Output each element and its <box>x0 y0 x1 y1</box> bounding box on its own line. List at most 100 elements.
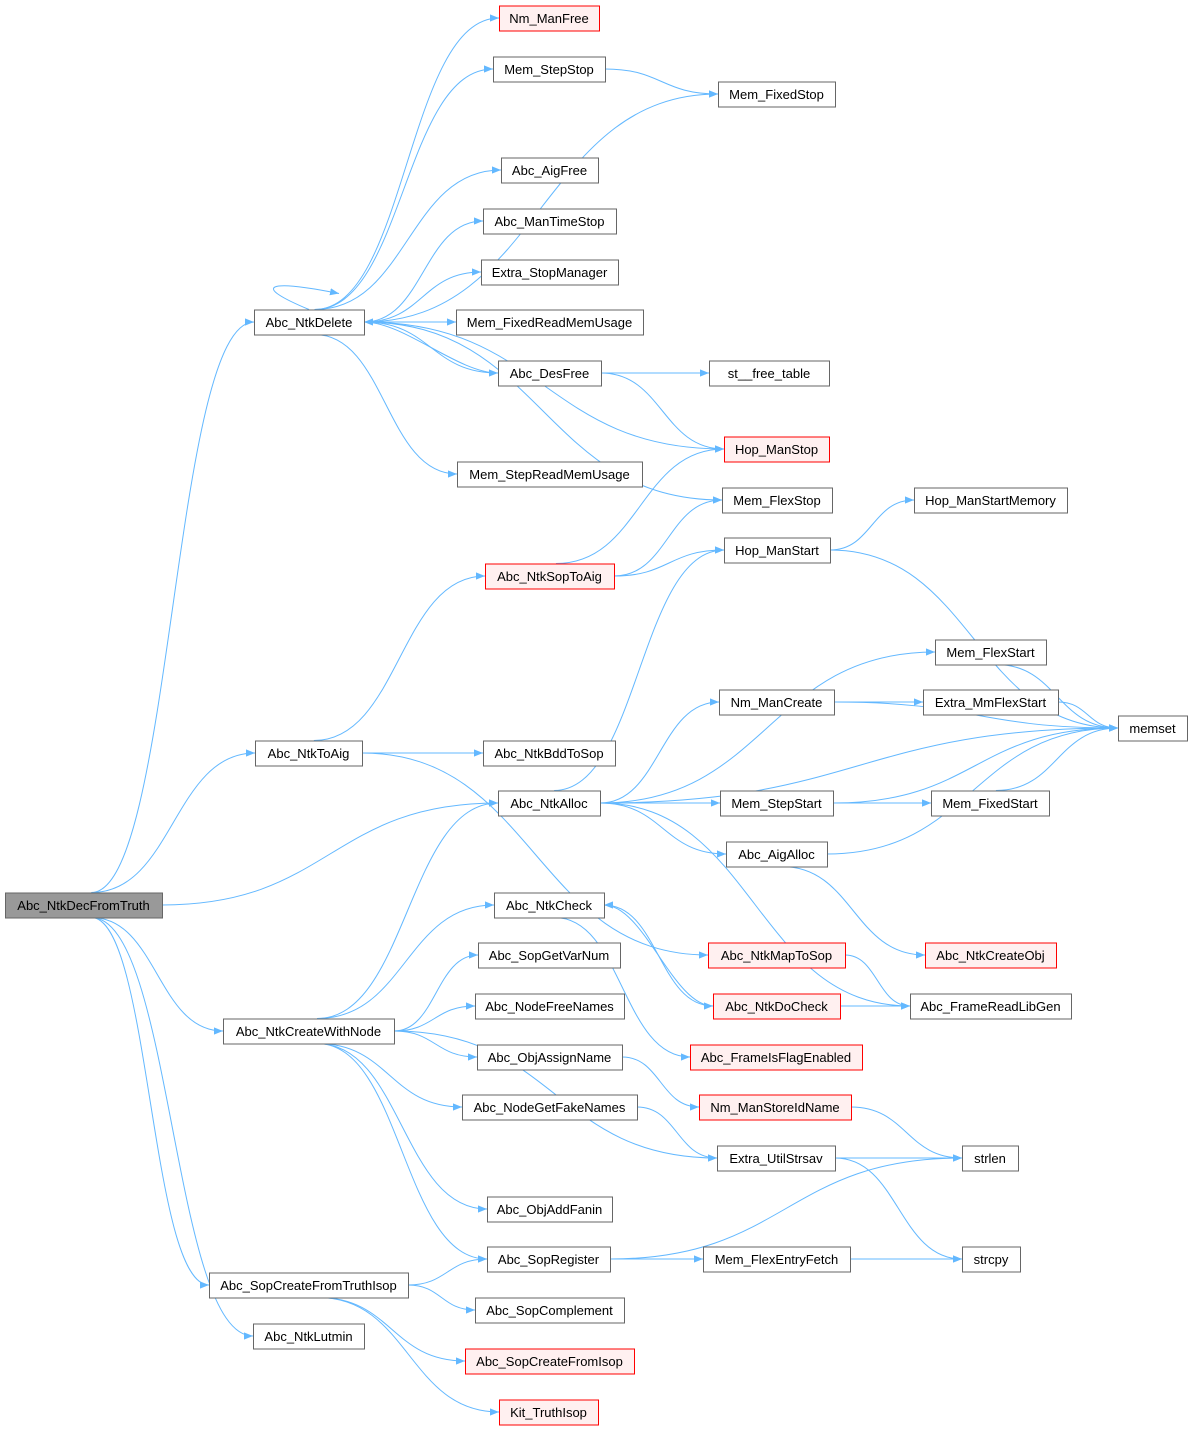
node-box[interactable] <box>690 1044 863 1071</box>
node-abc-frameisflagenabled[interactable]: Abc_FrameIsFlagEnabled <box>690 1044 863 1071</box>
node-box[interactable] <box>962 1246 1021 1273</box>
node-abc-mantimestop[interactable]: Abc_ManTimeStop <box>483 208 617 235</box>
node-abc-aigalloc[interactable]: Abc_AigAlloc <box>726 841 828 868</box>
node-box[interactable] <box>209 1272 409 1299</box>
node-extra-stopmanager[interactable]: Extra_StopManager <box>481 259 619 286</box>
node-abc-sopcreatefromtruthisop[interactable]: Abc_SopCreateFromTruthIsop <box>209 1272 409 1299</box>
node-mem-stepreadmemusage[interactable]: Mem_StepReadMemUsage <box>457 461 643 488</box>
node-box[interactable] <box>493 56 606 83</box>
node-mem-fixedstop[interactable]: Mem_FixedStop <box>718 81 836 108</box>
node-box[interactable] <box>494 892 605 919</box>
node-abc-nodefreenames[interactable]: Abc_NodeFreeNames <box>475 993 625 1020</box>
node-strcpy[interactable]: strcpy <box>962 1246 1021 1273</box>
node-box[interactable] <box>923 689 1059 716</box>
node-extra-mmflexstart[interactable]: Extra_MmFlexStart <box>923 689 1059 716</box>
node-box[interactable] <box>499 1399 599 1426</box>
node-strlen[interactable]: strlen <box>962 1145 1019 1172</box>
node-box[interactable] <box>465 1348 635 1375</box>
node-abc-ntkdelete[interactable]: Abc_NtkDelete <box>254 309 365 336</box>
node-hop-manstartmemory[interactable]: Hop_ManStartMemory <box>914 487 1068 514</box>
node-box[interactable] <box>699 1094 852 1121</box>
node-box[interactable] <box>713 993 841 1020</box>
node-abc-ntkcreatewithnode[interactable]: Abc_NtkCreateWithNode <box>223 1018 395 1045</box>
node-box[interactable] <box>719 689 835 716</box>
node-nm-manstoreidname[interactable]: Nm_ManStoreIdName <box>699 1094 852 1121</box>
node-box[interactable] <box>498 360 602 387</box>
node-box[interactable] <box>724 436 830 463</box>
node-mem-flexstop[interactable]: Mem_FlexStop <box>722 487 833 514</box>
node-box[interactable] <box>253 1323 365 1350</box>
node-box[interactable] <box>477 1044 623 1071</box>
node-abc-sopcomplement[interactable]: Abc_SopComplement <box>475 1297 625 1324</box>
node-mem-stepstart[interactable]: Mem_StepStart <box>720 790 834 817</box>
node-kit-truthisop[interactable]: Kit_TruthIsop <box>499 1399 599 1426</box>
node-hop-manstart[interactable]: Hop_ManStart <box>724 537 831 564</box>
node-abc-ntkalloc[interactable]: Abc_NtkAlloc <box>498 790 601 817</box>
node-st-free-table[interactable]: st__free_table <box>709 360 830 387</box>
node-box[interactable] <box>254 309 365 336</box>
node-box[interactable] <box>910 993 1072 1020</box>
node-box[interactable] <box>925 942 1057 969</box>
node-box[interactable] <box>483 208 617 235</box>
node-box[interactable] <box>718 81 836 108</box>
node-box[interactable] <box>931 790 1050 817</box>
node-abc-aigfree[interactable]: Abc_AigFree <box>501 157 599 184</box>
node-mem-flexstart[interactable]: Mem_FlexStart <box>935 639 1047 666</box>
node-abc-ntkdocheck[interactable]: Abc_NtkDoCheck <box>713 993 841 1020</box>
node-abc-desfree[interactable]: Abc_DesFree <box>498 360 602 387</box>
node-mem-fixedstart[interactable]: Mem_FixedStart <box>931 790 1050 817</box>
node-abc-ntkcheck[interactable]: Abc_NtkCheck <box>494 892 605 919</box>
node-box[interactable] <box>456 309 644 336</box>
node-box[interactable] <box>475 1297 625 1324</box>
node-box[interactable] <box>703 1246 851 1273</box>
node-box[interactable] <box>914 487 1068 514</box>
node-box[interactable] <box>481 259 619 286</box>
node-box[interactable] <box>501 157 599 184</box>
node-box[interactable] <box>962 1145 1019 1172</box>
node-box[interactable] <box>462 1094 638 1121</box>
node-abc-ntkcreateobj[interactable]: Abc_NtkCreateObj <box>925 942 1057 969</box>
node-box[interactable] <box>724 537 831 564</box>
node-box[interactable] <box>478 942 621 969</box>
node-box[interactable] <box>255 740 363 767</box>
node-memset[interactable]: memset <box>1118 715 1188 742</box>
node-abc-ntkdecfromtruth[interactable]: Abc_NtkDecFromTruth <box>5 892 163 919</box>
node-box[interactable] <box>935 639 1047 666</box>
node-abc-framereadlibgen[interactable]: Abc_FrameReadLibGen <box>910 993 1072 1020</box>
node-nm-mancreate[interactable]: Nm_ManCreate <box>719 689 835 716</box>
node-box[interactable] <box>487 1246 611 1273</box>
node-abc-nodegetfakenames[interactable]: Abc_NodeGetFakeNames <box>462 1094 638 1121</box>
node-abc-ntkbddtosop[interactable]: Abc_NtkBddToSop <box>483 740 616 767</box>
node-abc-objaddfanin[interactable]: Abc_ObjAddFanin <box>487 1196 613 1223</box>
node-mem-fixedreadmemusage[interactable]: Mem_FixedReadMemUsage <box>456 309 644 336</box>
node-box[interactable] <box>709 360 830 387</box>
node-box[interactable] <box>223 1018 395 1045</box>
node-extra-utilstrsav[interactable]: Extra_UtilStrsav <box>717 1145 836 1172</box>
node-abc-objassignname[interactable]: Abc_ObjAssignName <box>477 1044 623 1071</box>
node-box[interactable] <box>485 563 615 590</box>
node-abc-sopregister[interactable]: Abc_SopRegister <box>487 1246 611 1273</box>
node-box[interactable] <box>457 461 643 488</box>
node-abc-sopgetvarnum[interactable]: Abc_SopGetVarNum <box>478 942 621 969</box>
node-box[interactable] <box>5 892 163 919</box>
node-box[interactable] <box>1118 715 1188 742</box>
node-box[interactable] <box>475 993 625 1020</box>
node-abc-sopcreatefromisop[interactable]: Abc_SopCreateFromIsop <box>465 1348 635 1375</box>
node-box[interactable] <box>487 1196 613 1223</box>
node-box[interactable] <box>499 5 600 32</box>
node-abc-ntktoaig[interactable]: Abc_NtkToAig <box>255 740 363 767</box>
node-box[interactable] <box>708 942 846 969</box>
node-box[interactable] <box>720 790 834 817</box>
node-abc-ntklutmin[interactable]: Abc_NtkLutmin <box>253 1323 365 1350</box>
node-nm-manfree[interactable]: Nm_ManFree <box>499 5 600 32</box>
node-mem-flexentryfetch[interactable]: Mem_FlexEntryFetch <box>703 1246 851 1273</box>
node-mem-stepstop[interactable]: Mem_StepStop <box>493 56 606 83</box>
node-abc-ntkmaptosop[interactable]: Abc_NtkMapToSop <box>708 942 846 969</box>
node-box[interactable] <box>498 790 601 817</box>
node-box[interactable] <box>726 841 828 868</box>
node-abc-ntksoptoaig[interactable]: Abc_NtkSopToAig <box>485 563 615 590</box>
node-box[interactable] <box>722 487 833 514</box>
node-hop-manstop[interactable]: Hop_ManStop <box>724 436 830 463</box>
node-box[interactable] <box>717 1145 836 1172</box>
node-box[interactable] <box>483 740 616 767</box>
